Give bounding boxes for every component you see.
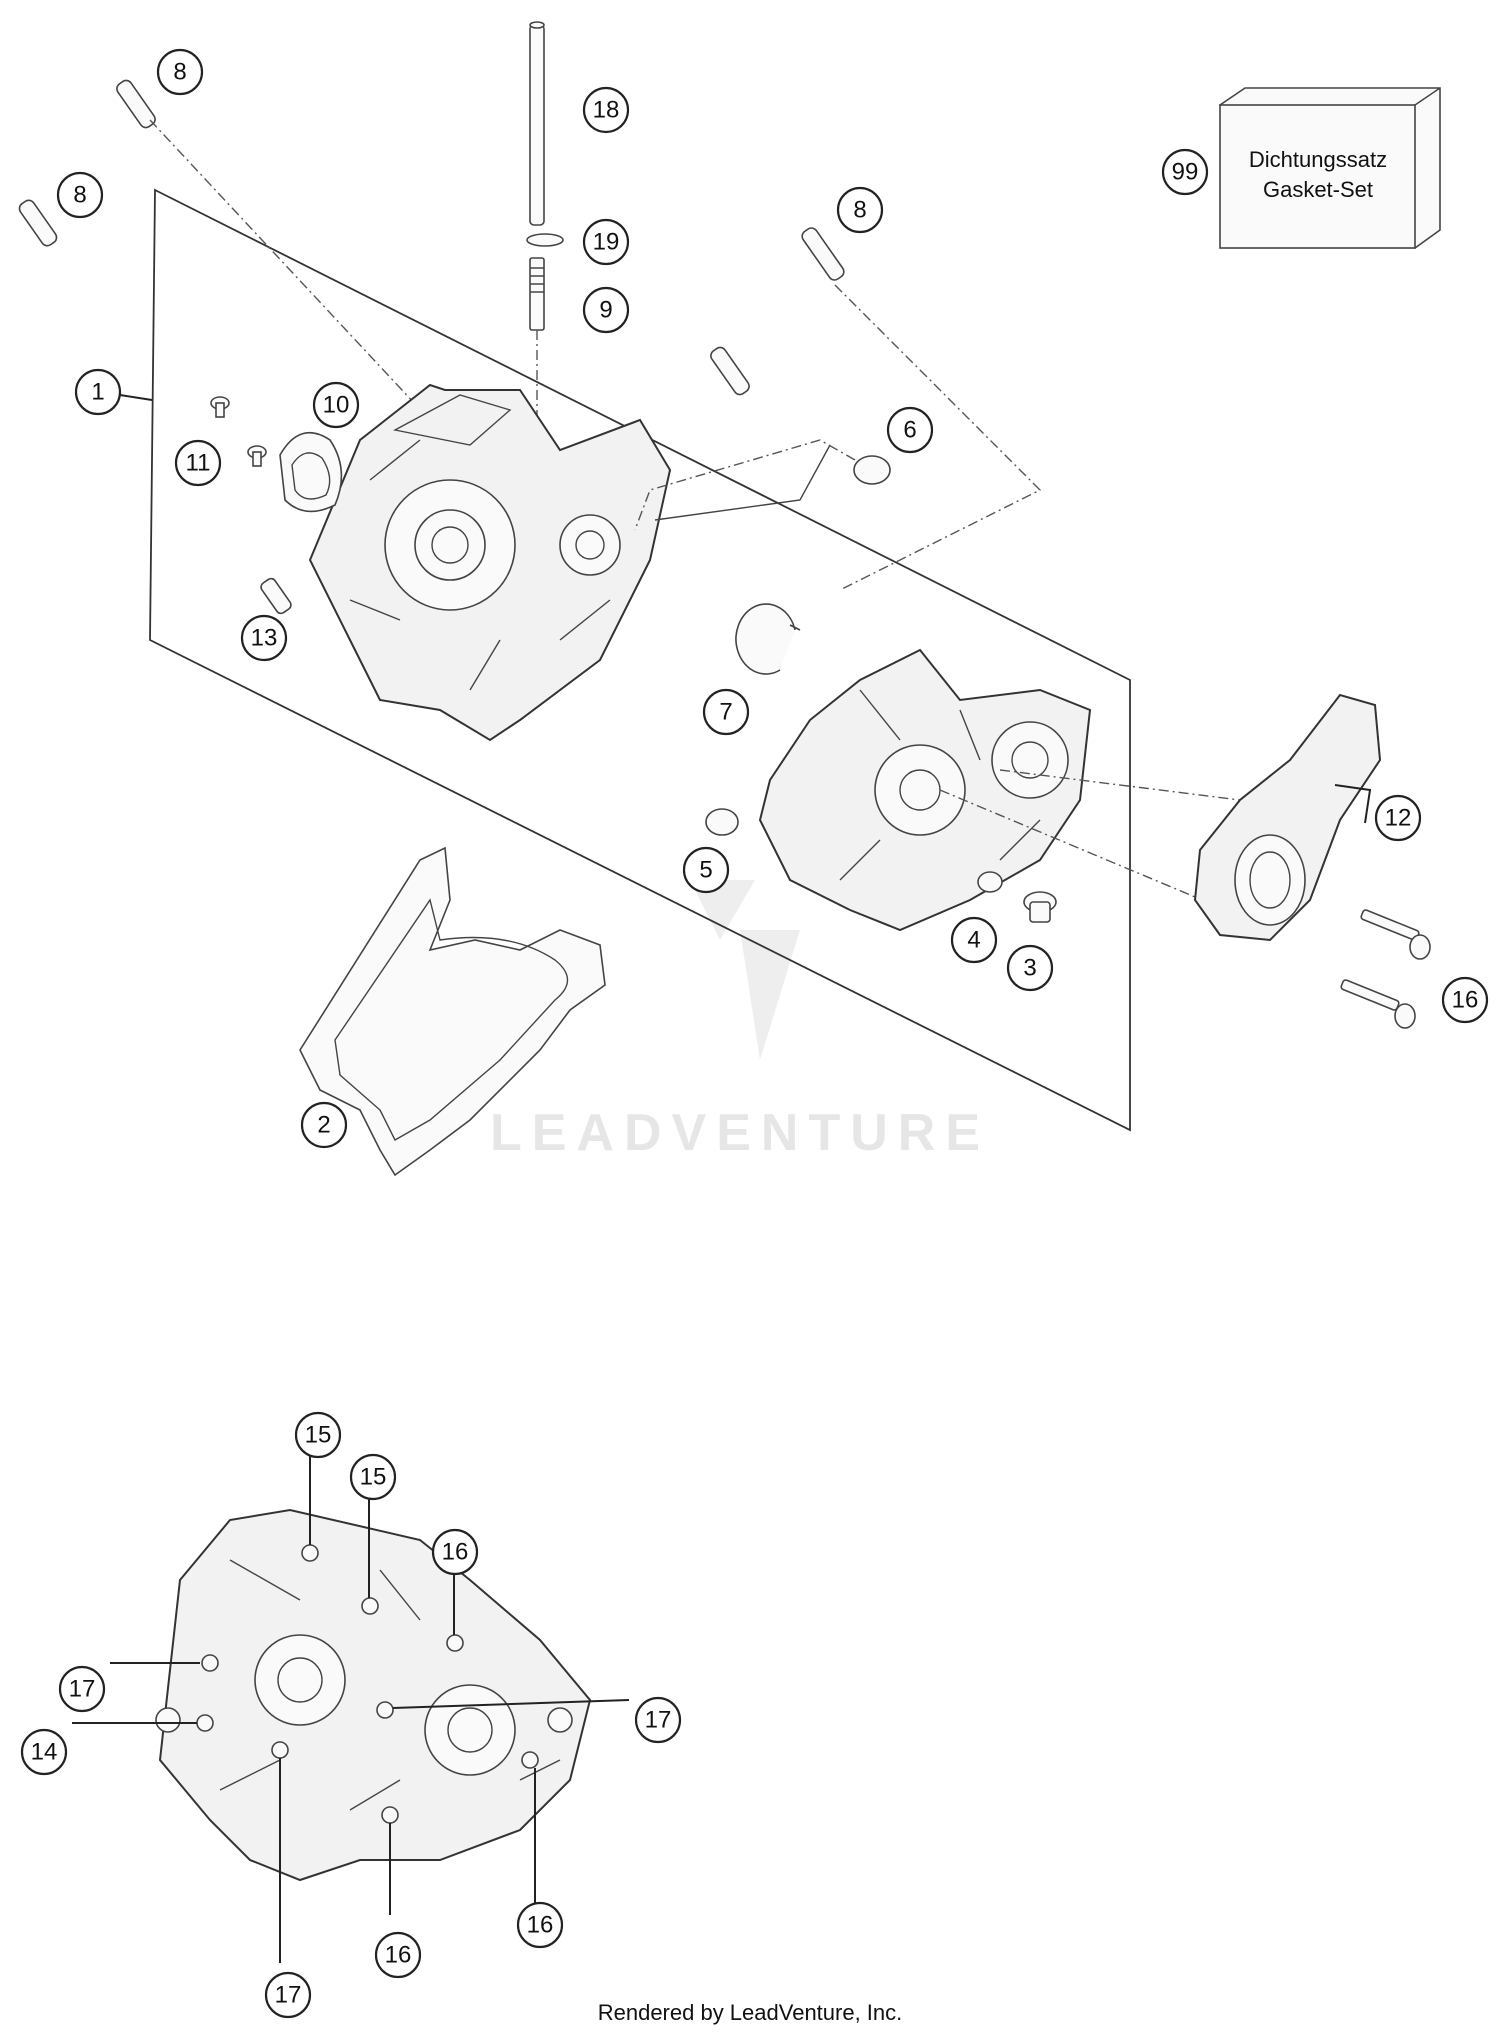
callout-16-a: 16 xyxy=(431,1528,479,1576)
bolt-16 xyxy=(1340,909,1431,1029)
crankcase-bottom-view xyxy=(155,1508,592,1882)
callout-15-b: 15 xyxy=(349,1453,397,1501)
screw-parts xyxy=(210,396,267,467)
callout-7: 7 xyxy=(702,688,750,736)
left-crankcase-half xyxy=(308,383,672,742)
callout-6: 6 xyxy=(886,406,934,454)
assembly-frame xyxy=(149,188,1131,1132)
svg-text:19: 19 xyxy=(593,229,620,256)
callout-3: 3 xyxy=(1006,944,1054,992)
callout-1: 1 xyxy=(74,368,122,416)
callout-10: 10 xyxy=(312,381,360,429)
callout-4: 4 xyxy=(950,916,998,964)
bearing-6 xyxy=(634,439,891,531)
svg-text:17: 17 xyxy=(645,1707,672,1734)
svg-text:16: 16 xyxy=(442,1539,469,1566)
callout-8-top: 8 xyxy=(156,48,204,96)
dowel-13 xyxy=(260,577,292,615)
circlip-7 xyxy=(735,603,801,675)
svg-text:3: 3 xyxy=(1023,955,1036,982)
gasket-set-line1: Dichtungssatz xyxy=(1249,147,1387,172)
svg-text:14: 14 xyxy=(31,1739,58,1766)
callout-8-right: 8 xyxy=(836,186,884,234)
callout-17-right: 17 xyxy=(634,1696,682,1744)
callouts: 8 8 8 18 19 9 99 1 10 11 6 13 7 12 5 4 3… xyxy=(20,48,1489,2019)
gasket-set-line2: Gasket-Set xyxy=(1263,177,1373,202)
callout-17-bottom: 17 xyxy=(264,1971,312,2019)
main-gasket-2 xyxy=(299,846,606,1177)
callout-99: 99 xyxy=(1161,148,1209,196)
svg-text:15: 15 xyxy=(360,1464,387,1491)
callout-14: 14 xyxy=(20,1728,68,1776)
callout-9: 9 xyxy=(582,286,630,334)
footer-credit: Rendered by LeadVenture, Inc. xyxy=(597,2000,903,2025)
callout-12: 12 xyxy=(1374,794,1422,842)
svg-text:16: 16 xyxy=(527,1912,554,1939)
plug-3 xyxy=(1023,891,1057,923)
svg-text:99: 99 xyxy=(1172,159,1199,186)
callout-16-c: 16 xyxy=(374,1931,422,1979)
svg-text:15: 15 xyxy=(305,1422,332,1449)
svg-text:7: 7 xyxy=(719,699,732,726)
svg-text:12: 12 xyxy=(1385,805,1412,832)
upper-leaders xyxy=(119,394,1372,824)
callout-13: 13 xyxy=(240,614,288,662)
callout-17-left: 17 xyxy=(58,1665,106,1713)
callout-16-upper: 16 xyxy=(1441,976,1489,1024)
svg-text:17: 17 xyxy=(69,1676,96,1703)
svg-text:16: 16 xyxy=(1452,987,1479,1014)
rod-assembly xyxy=(526,21,564,470)
callout-16-b: 16 xyxy=(516,1901,564,1949)
callout-2: 2 xyxy=(300,1101,348,1149)
svg-text:8: 8 xyxy=(173,59,186,86)
callout-19: 19 xyxy=(582,218,630,266)
svg-text:2: 2 xyxy=(317,1112,330,1139)
bearing-support-12 xyxy=(1193,693,1382,942)
dowel-pin-parts xyxy=(18,79,1042,591)
svg-text:18: 18 xyxy=(593,97,620,124)
svg-text:8: 8 xyxy=(73,182,86,209)
svg-text:1: 1 xyxy=(91,379,104,406)
right-crankcase-half xyxy=(758,648,1321,932)
seal-4 xyxy=(977,871,1003,893)
svg-text:8: 8 xyxy=(853,197,866,224)
svg-text:5: 5 xyxy=(699,857,712,884)
svg-text:9: 9 xyxy=(599,297,612,324)
svg-text:10: 10 xyxy=(323,392,350,419)
svg-text:13: 13 xyxy=(251,625,278,652)
bushing-5 xyxy=(705,808,739,836)
callout-18: 18 xyxy=(582,86,630,134)
svg-text:16: 16 xyxy=(385,1942,412,1969)
gasket-set-box: Dichtungssatz Gasket-Set xyxy=(1218,87,1441,249)
watermark: LEADVENTURE xyxy=(490,880,990,1162)
small-gasket xyxy=(279,431,343,513)
callout-11: 11 xyxy=(174,439,222,487)
watermark-text: LEADVENTURE xyxy=(490,1104,990,1162)
svg-text:17: 17 xyxy=(275,1982,302,2009)
callout-15-a: 15 xyxy=(294,1411,342,1459)
callout-8-left: 8 xyxy=(56,171,104,219)
svg-text:11: 11 xyxy=(186,450,211,477)
svg-text:6: 6 xyxy=(903,417,916,444)
svg-text:4: 4 xyxy=(967,927,980,954)
callout-5: 5 xyxy=(682,846,730,894)
